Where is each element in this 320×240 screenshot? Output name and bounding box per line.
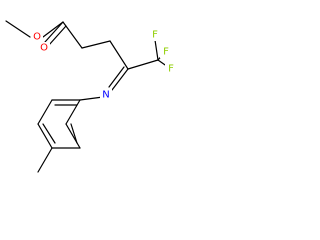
bond-ch2-imine-carbon [109,40,129,70]
bond-cf3-f-top [154,39,159,61]
bond-nitrogen-aryl [79,96,104,101]
molecule-structure: O O F F F N [5,20,177,173]
fluorine-top-label: F [152,30,158,41]
bond-imine-double-1 [111,68,129,91]
fluorine-right-bg [165,63,177,75]
atom-labels: O O F F F N [31,29,177,101]
nitrogen-label: N [102,90,109,101]
bond-ring-4 [37,123,53,149]
fluorine-top-bg [149,29,161,41]
bond-carbonyl-ch2 [62,21,83,49]
fluorine-mid-label: F [163,47,169,58]
bond-ch2-ch2 [81,40,111,49]
bond-carbonyl-double-1 [44,21,64,43]
bond-carbonyl-double-2 [48,25,67,46]
oxygen-ether-label: O [33,32,41,43]
bond-ring-5 [37,99,53,125]
bond-imine-cf3 [127,59,159,70]
bond-ring-inner-2 [42,123,56,144]
bond-ring-1 [65,99,81,125]
bond-ring-methyl [37,147,53,173]
bond-ring-2 [65,123,81,149]
nitrogen-bg [100,89,112,101]
oxygen-carbonyl-bg [38,42,50,54]
bond-ring-inner-3 [70,123,78,144]
oxygen-ether-bg [31,31,43,43]
fluorine-right-label: F [168,64,174,75]
bond-oxygen-carbonyl-carbon [42,21,64,38]
oxygen-carbonyl-label: O [40,43,48,54]
fluorine-mid-bg [160,46,172,58]
bond-layer [5,20,169,173]
bond-imine-double-2 [108,66,125,88]
bond-methyl-oxygen [5,20,31,38]
